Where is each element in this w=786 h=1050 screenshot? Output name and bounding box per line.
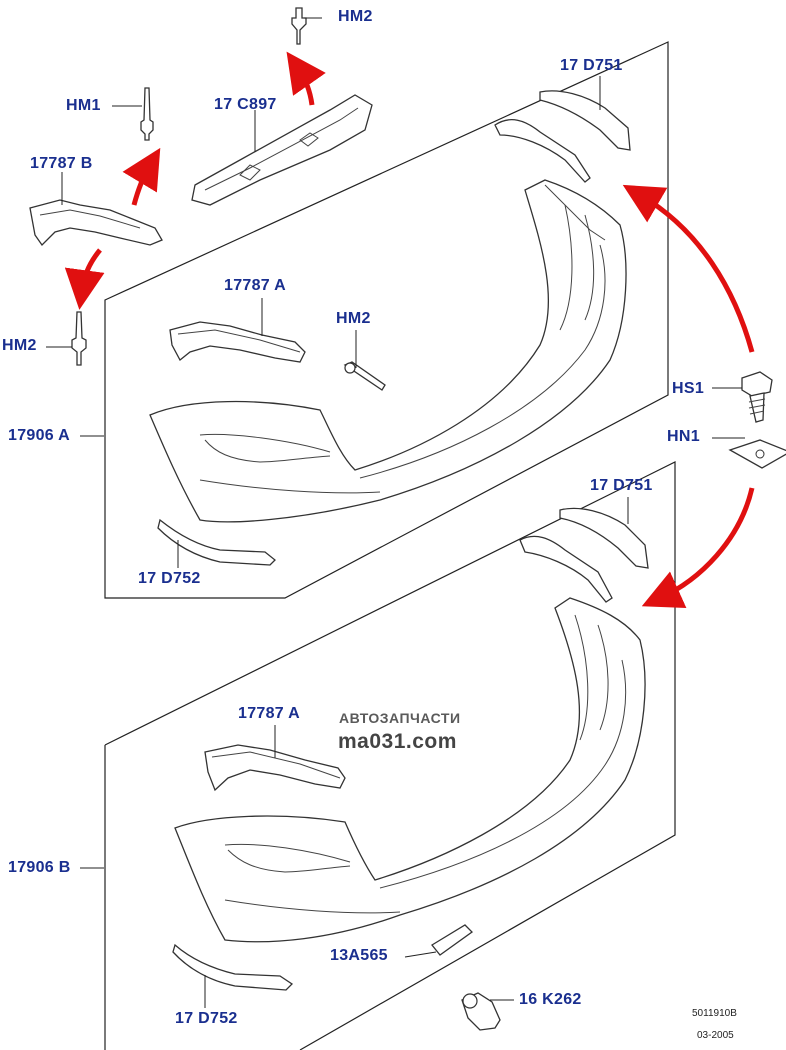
fastener-hm2-left <box>71 311 87 366</box>
label-17c897: 17 C897 <box>214 96 277 113</box>
bracket-17d751-lower <box>519 507 649 603</box>
watermark-line2: ma031.com <box>338 730 457 753</box>
label-hm2-left: HM2 <box>2 337 37 354</box>
label-hm2-top: HM2 <box>338 8 373 25</box>
bumper-cover-17906b <box>174 597 646 943</box>
bracket-17d751-upper <box>494 90 631 183</box>
strip-17d752-lower <box>172 943 294 991</box>
fastener-hm1 <box>140 87 154 141</box>
label-17d752-lower: 17 D752 <box>175 1010 238 1027</box>
part-13a565 <box>431 924 474 956</box>
lower-assembly-frame <box>104 461 676 1050</box>
clip-16k262 <box>461 992 501 1031</box>
upper-assembly-frame <box>104 41 669 599</box>
label-17906b: 17906 B <box>8 859 71 876</box>
label-hs1: HS1 <box>672 380 705 397</box>
label-17906a: 17906 A <box>8 427 70 444</box>
bracket-17787b <box>29 199 163 247</box>
bumper-cover-17906a <box>149 179 627 523</box>
strip-17d752-upper <box>157 518 276 566</box>
bracket-17c897 <box>191 94 373 206</box>
label-hn1: HN1 <box>667 428 700 445</box>
label-hm2-mid: HM2 <box>336 310 371 327</box>
label-hm1: HM1 <box>66 97 101 114</box>
fastener-hm2-mid <box>343 361 386 391</box>
fastener-hm2-top <box>291 7 307 45</box>
red-arrows <box>64 51 755 609</box>
label-17d751-top: 17 D751 <box>560 57 623 74</box>
label-17d751-lower: 17 D751 <box>590 477 653 494</box>
footer-code: 5011910B <box>692 1008 737 1019</box>
label-16k262: 16 K262 <box>519 991 582 1008</box>
footer-date: 03-2005 <box>697 1030 734 1041</box>
label-17787a-lower: 17787 A <box>238 705 300 722</box>
leader-lines <box>46 17 745 1008</box>
label-17787b: 17787 B <box>30 155 93 172</box>
label-13a565: 13A565 <box>330 947 388 964</box>
nut-hn1 <box>728 439 786 469</box>
bracket-17787a-upper <box>169 321 306 363</box>
screw-hs1 <box>741 371 773 423</box>
label-17d752-upper: 17 D752 <box>138 570 201 587</box>
watermark-line1: АВТОЗАПЧАСТИ <box>339 710 461 726</box>
label-17787a-upper: 17787 A <box>224 277 286 294</box>
